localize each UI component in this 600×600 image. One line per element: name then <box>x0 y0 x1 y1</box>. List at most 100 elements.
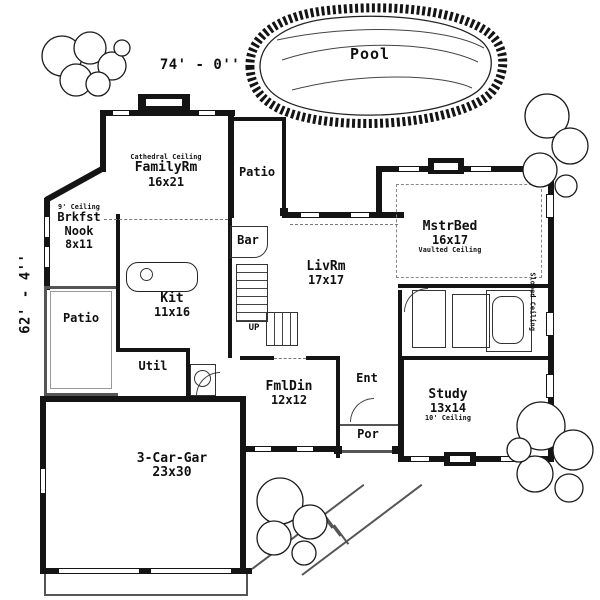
room-ent: Ent <box>356 371 378 385</box>
room-garage: 3-Car-Gar 23x30 <box>110 451 234 481</box>
familyrm-note: Cathedral Ceiling <box>130 153 202 161</box>
wall <box>376 166 554 172</box>
brkfst-label2: Nook <box>64 223 94 238</box>
room-study: Study 13x14 10' Ceiling <box>400 387 496 423</box>
driveway-edge <box>246 574 248 596</box>
room-mstrbed: MstrBed 16x17 Vaulted Ceiling <box>398 219 502 255</box>
study-size: 13x14 <box>429 401 467 416</box>
kitchen-sink <box>140 268 153 281</box>
livrm-size: 17x17 <box>307 273 345 288</box>
wall <box>402 356 550 360</box>
vaulted-ceiling-line <box>396 184 542 278</box>
shrub-icon <box>41 31 131 97</box>
room-patio-top: Patio <box>238 165 276 179</box>
fmldin-label: FmlDin <box>265 379 313 394</box>
room-util: Util <box>138 359 168 373</box>
wall <box>116 348 190 352</box>
window <box>300 212 320 218</box>
door-swing <box>350 398 374 422</box>
garage-label: 3-Car-Gar <box>136 451 208 466</box>
familyrm-size: 16x21 <box>147 174 185 189</box>
room-kit: Kit 11x16 <box>128 291 216 320</box>
tub <box>486 290 532 352</box>
patio-edge <box>44 286 47 396</box>
wall <box>376 170 382 218</box>
dimension-left: 62' - 4'' <box>17 253 34 334</box>
porch-post <box>392 446 400 454</box>
wall <box>116 214 120 350</box>
wall <box>398 290 402 362</box>
window <box>546 374 554 398</box>
wall <box>336 356 340 458</box>
opening-line <box>274 358 306 359</box>
wall <box>240 396 246 574</box>
ceiling-line <box>104 219 228 220</box>
window <box>296 446 314 452</box>
garage-door <box>150 568 232 574</box>
porch-edge <box>340 424 398 426</box>
pool-shape <box>245 3 508 128</box>
fireplace-inner <box>434 163 458 170</box>
kitchen-island <box>126 262 198 292</box>
pool-label: Pool <box>349 45 391 63</box>
shrub-icon <box>506 401 594 503</box>
room-familyrm: Cathedral Ceiling FamilyRm 16x21 <box>110 153 222 189</box>
room-por: Por <box>357 427 379 441</box>
window <box>44 246 50 268</box>
garage-size: 23x30 <box>152 465 192 481</box>
porch-post <box>334 446 342 454</box>
brkfst-note: 9' Ceiling <box>58 203 100 211</box>
room-brkfst: 9' Ceiling Brkfst Nook 8x11 <box>46 203 112 251</box>
dimension-top: 74' - 0'' <box>159 57 241 73</box>
room-livrm: LivRm 17x17 <box>280 259 372 288</box>
mstrbed-label: MstrBed <box>422 219 478 234</box>
patio-edge <box>44 393 118 396</box>
wall <box>40 396 246 402</box>
shrub-icon <box>256 477 328 566</box>
wall <box>186 352 190 400</box>
wall <box>100 110 106 172</box>
window <box>410 456 430 462</box>
wall <box>282 117 286 216</box>
brkfst-label: Brkfst <box>57 210 101 225</box>
livrm-label: LivRm <box>306 259 346 274</box>
bay-bump-inner <box>450 456 470 462</box>
garage-door <box>58 568 140 574</box>
tub-inner <box>492 296 524 344</box>
stairs-up-label: UP <box>248 323 260 333</box>
wall <box>228 117 286 121</box>
study-label: Study <box>428 387 468 402</box>
patio-post <box>280 208 288 216</box>
closet <box>412 290 446 348</box>
wall <box>103 110 235 116</box>
bar-counter <box>230 226 268 258</box>
patio-edge <box>46 286 116 289</box>
study-note: 10' Ceiling <box>424 414 472 423</box>
window <box>44 216 50 238</box>
driveway-edge <box>44 594 248 596</box>
mstrbed-size: 16x17 <box>431 233 469 248</box>
patio-surface <box>50 291 112 389</box>
brkfst-size: 8x11 <box>65 236 93 251</box>
wall <box>228 218 232 358</box>
fireplace-inner <box>146 99 182 106</box>
wall <box>240 446 340 452</box>
wall <box>306 356 338 360</box>
window <box>198 110 216 116</box>
room-bar: Bar <box>237 233 259 247</box>
kit-size: 11x16 <box>153 305 191 320</box>
familyrm-label: FamilyRm <box>134 160 198 176</box>
wall <box>40 568 252 574</box>
stairs <box>266 312 298 346</box>
wall <box>228 110 234 218</box>
window <box>112 110 130 116</box>
wall <box>282 212 404 218</box>
bath <box>452 294 490 348</box>
window <box>546 194 554 218</box>
window <box>546 312 554 336</box>
porch-edge <box>336 450 400 453</box>
wall <box>398 284 550 288</box>
room-fmldin: FmlDin 12x12 <box>246 379 332 407</box>
window <box>254 446 272 452</box>
